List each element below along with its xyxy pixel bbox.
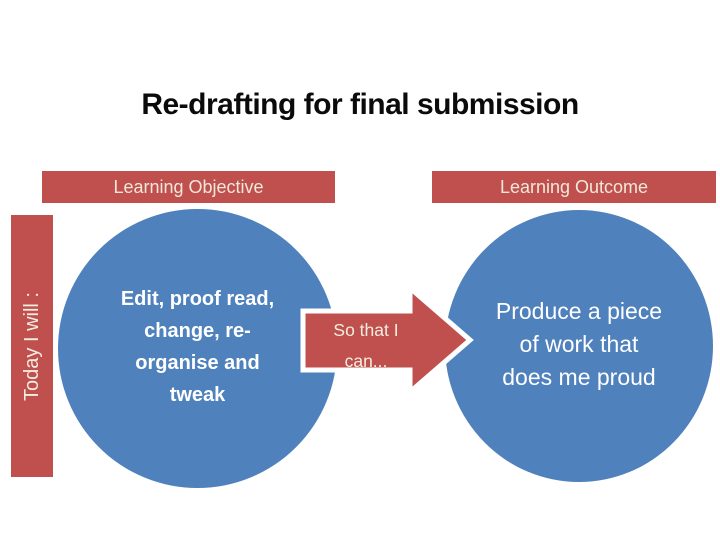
objective-circle-text: Edit, proof read, change, re- organise a… [121, 283, 274, 411]
outcome-line: does me proud [502, 363, 656, 390]
outcome-line: of work that [519, 330, 639, 357]
outcome-circle-text: Produce a piece of work that does me pro… [496, 295, 662, 394]
arrow-text: So that I can... [296, 315, 436, 377]
objective-line: organise and [135, 351, 260, 374]
arrow-line: can... [344, 351, 388, 371]
right-arrow-shape: So that I can... [296, 281, 476, 399]
banner-learning-objective: Learning Objective [42, 171, 335, 203]
sidebar-label: Today I will : [20, 291, 43, 401]
outcome-circle: Produce a piece of work that does me pro… [445, 210, 713, 482]
right-arrow-icon [300, 282, 474, 398]
outcome-line: Produce a piece [495, 297, 663, 324]
banner-learning-outcome: Learning Outcome [432, 171, 716, 203]
slide-title: Re-drafting for final submission [141, 88, 579, 121]
objective-line: change, re- [144, 319, 251, 342]
objective-line: tweak [169, 383, 226, 406]
objective-circle: Edit, proof read, change, re- organise a… [58, 209, 337, 488]
sidebar-today-i-will: Today I will : [11, 215, 53, 477]
objective-line: Edit, proof read, [120, 287, 275, 310]
arrow-line: So that I [333, 320, 399, 340]
